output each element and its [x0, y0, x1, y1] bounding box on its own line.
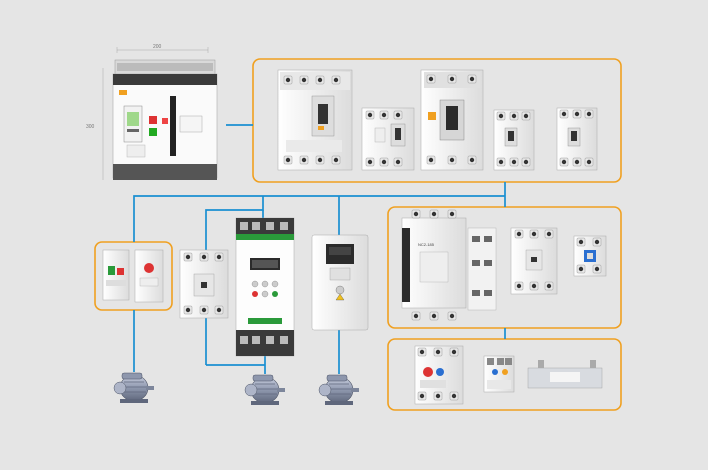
air-circuit-breaker[interactable]: 200 300 — [86, 44, 218, 180]
frequency-inverter[interactable] — [311, 234, 369, 331]
motor-2 — [244, 374, 286, 406]
mccb-small-4 — [493, 109, 535, 171]
soft-starter[interactable] — [235, 217, 295, 357]
mccb-group[interactable] — [277, 69, 598, 171]
motor-protection-breakers[interactable] — [102, 249, 164, 303]
acb-width-dimension: 200 — [153, 44, 162, 50]
acb-height-dimension: 300 — [86, 124, 95, 130]
contactor-model-label: NC2-185 — [418, 242, 435, 247]
mccb-medium-2 — [361, 107, 415, 171]
mccb-group-border — [252, 58, 622, 183]
mccb-small-5 — [556, 107, 598, 171]
motor-3 — [318, 374, 360, 406]
mccb-large-1 — [277, 69, 353, 171]
mccb-large-3 — [420, 69, 484, 171]
motor-1 — [113, 372, 155, 404]
relay-group[interactable] — [414, 345, 603, 405]
contactor-small[interactable] — [179, 249, 229, 319]
wiring — [133, 124, 506, 374]
contactor-group[interactable]: NC2-185 — [401, 209, 607, 321]
